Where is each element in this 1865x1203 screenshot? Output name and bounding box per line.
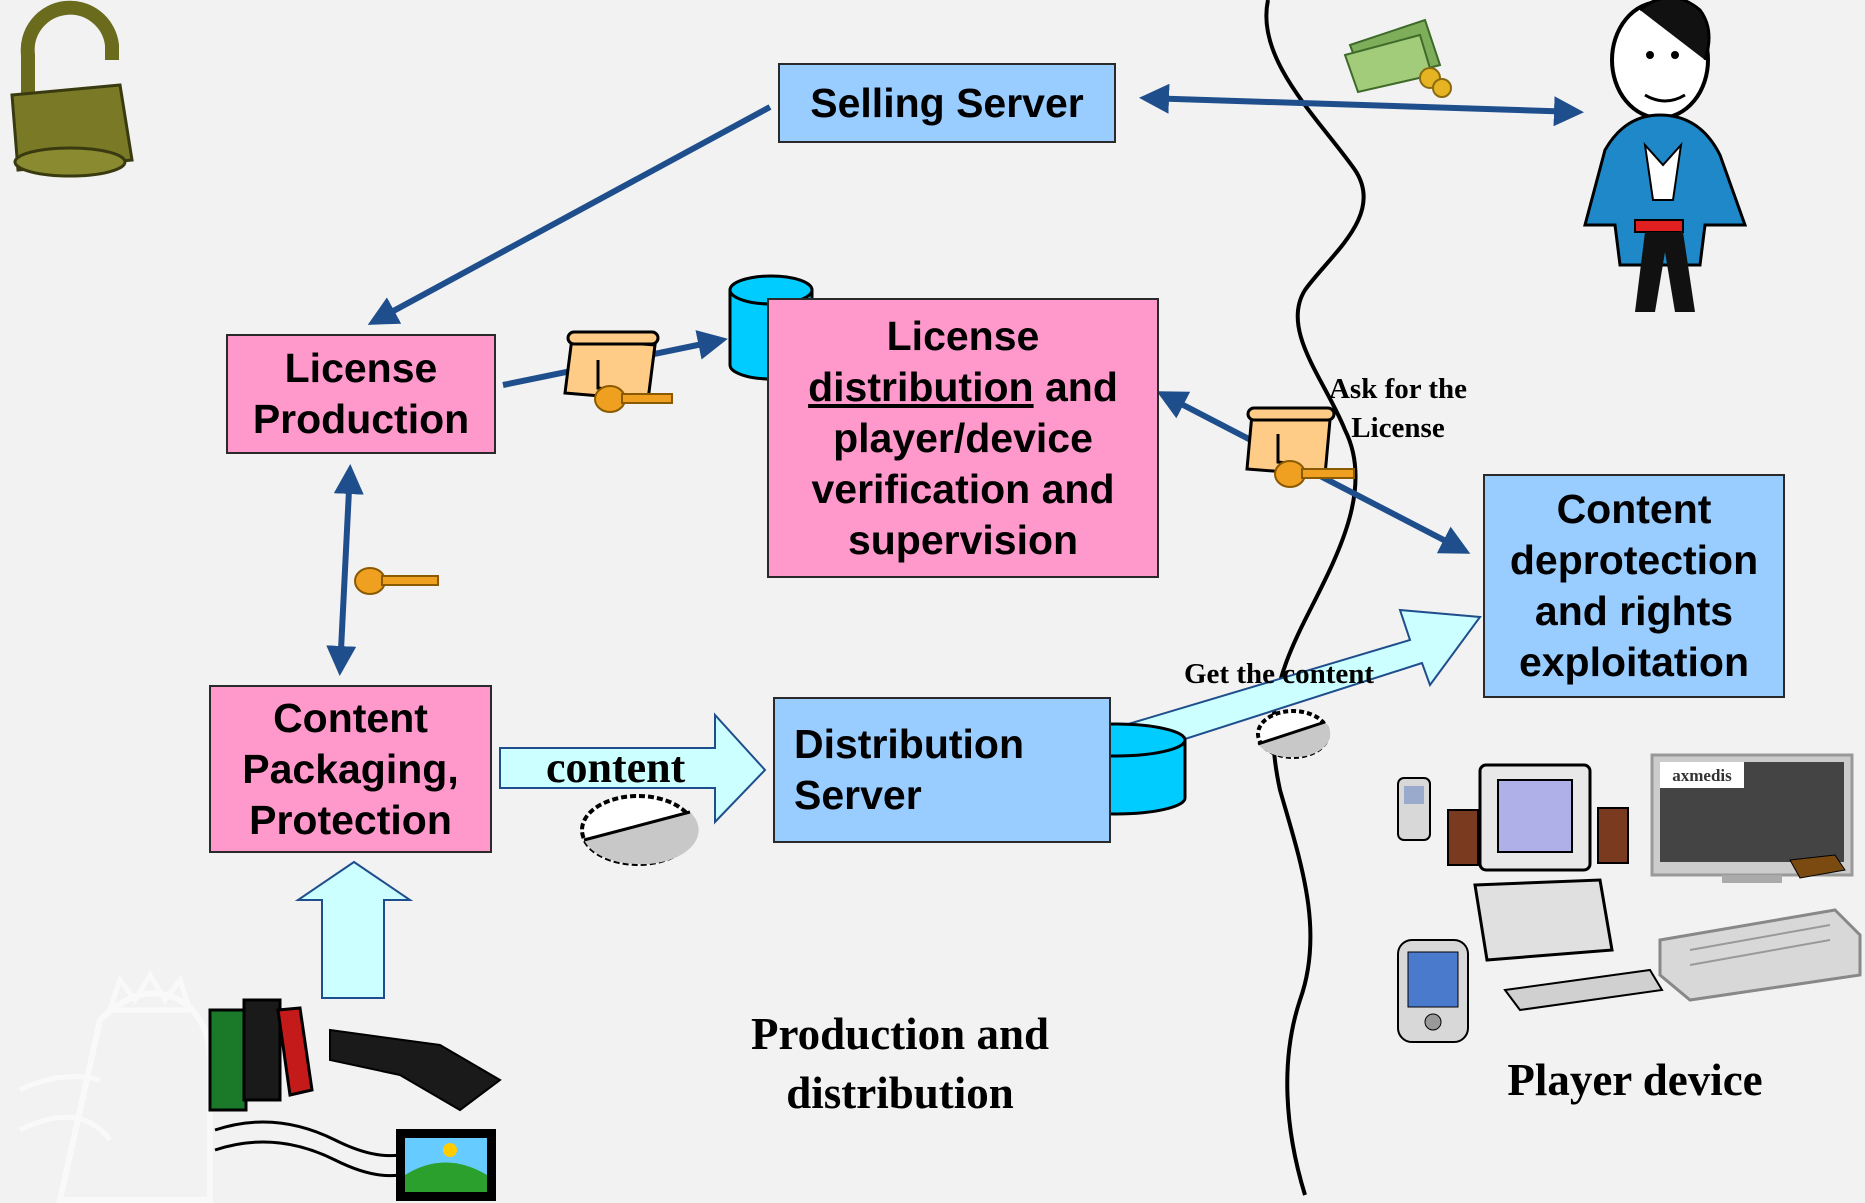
content-arrow-label: content	[546, 743, 686, 792]
license-scroll-icon	[1245, 406, 1336, 477]
license-production-line: Production	[252, 396, 470, 442]
ask-license-line: Ask for the	[1328, 373, 1468, 405]
player-device-label: Player device	[1507, 1055, 1763, 1105]
selling-server-label: Selling Server	[810, 79, 1084, 126]
production-distribution-line: distribution	[786, 1068, 1014, 1118]
watermark-emblem	[18, 970, 213, 1203]
arrow-selling-to-license	[367, 104, 772, 325]
pda-icon	[1397, 939, 1469, 1043]
content-deprotection-line: Content	[1556, 486, 1712, 532]
boundary-line	[1264, 0, 1366, 1196]
content-deprotection-box: Content deprotection and rights exploita…	[1483, 474, 1785, 698]
license-production-line: License	[284, 345, 438, 391]
production-distribution-label: Production and distribution	[700, 1005, 1100, 1123]
user-figure-icon	[1583, 0, 1748, 312]
content-packaging-line: Packaging,	[242, 745, 459, 792]
license-production-box: License Production	[226, 334, 496, 454]
mobile-phone-icon	[1397, 777, 1431, 841]
desktop-computer-icon	[1447, 763, 1664, 1012]
get-content-label: Get the content	[1184, 658, 1375, 690]
tv-screen-icon: axmedis	[1650, 753, 1854, 883]
media-collection-icon	[208, 998, 502, 1201]
license-distribution-line: verification and	[811, 465, 1115, 512]
key-icon	[354, 567, 439, 595]
content-packaging-box: Content Packaging, Protection	[209, 685, 492, 853]
license-distribution-line: License	[886, 312, 1040, 359]
key-icon	[1274, 460, 1355, 488]
axmedis-logo: axmedis	[1672, 766, 1732, 785]
license-distribution-rest: and	[1033, 363, 1118, 410]
license-distribution-line: player/device	[833, 414, 1093, 461]
content-deprotection-line: and rights	[1534, 588, 1734, 634]
key-icon	[594, 385, 673, 413]
money-icon	[1343, 18, 1452, 98]
license-scroll-icon	[563, 330, 660, 402]
distribution-server-line: Server	[794, 772, 922, 818]
arrow-media-to-packaging	[294, 860, 414, 999]
production-distribution-line: Production and	[751, 1009, 1049, 1059]
arrow-license-packaging	[326, 464, 364, 676]
license-distribution-box: License distribution and player/device v…	[767, 298, 1159, 578]
arrow-selling-user	[1139, 83, 1584, 127]
protected-seal-icon	[1256, 709, 1331, 759]
arrow-content-to-server	[499, 712, 767, 825]
license-distribution-underlined: distribution	[808, 363, 1034, 410]
ask-license-line: License	[1351, 412, 1445, 444]
distribution-server-box: Distribution Server	[773, 697, 1111, 843]
padlock-icon	[10, 0, 134, 178]
license-distribution-line: supervision	[847, 516, 1079, 563]
license-distribution-line: distribution and	[808, 362, 1118, 413]
content-packaging-line: Protection	[249, 796, 452, 843]
protected-seal-icon	[580, 794, 699, 866]
content-deprotection-line: exploitation	[1518, 639, 1750, 685]
distribution-server-line: Distribution	[794, 721, 1025, 767]
content-packaging-line: Content	[273, 694, 428, 741]
ask-license-label: Ask for the License	[1318, 370, 1478, 448]
content-deprotection-line: deprotection	[1509, 537, 1759, 583]
selling-server-box: Selling Server	[778, 63, 1116, 143]
set-top-box-icon	[1658, 908, 1862, 1002]
